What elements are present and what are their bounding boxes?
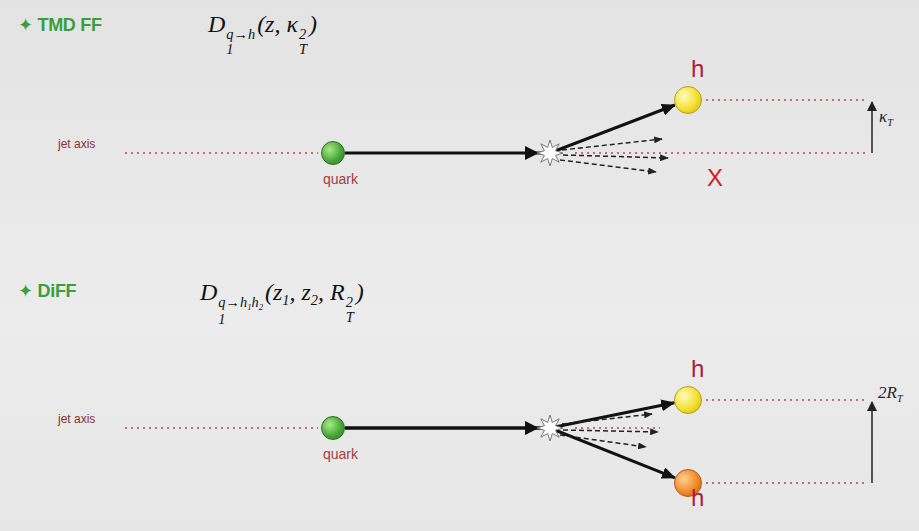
label-text: jet axis	[58, 137, 95, 151]
remnant-label: X	[707, 166, 723, 190]
node-label: quark	[323, 172, 358, 186]
label-text: 2	[259, 302, 263, 312]
vertex-burst	[537, 415, 563, 441]
label-text: h	[251, 294, 258, 310]
jet-axis-line	[125, 427, 318, 429]
label-text: 2	[311, 292, 318, 308]
script-row: q→h	[226, 27, 255, 42]
label-text: (z	[265, 279, 282, 305]
hadron-level-line	[706, 399, 868, 401]
label-text: D	[208, 11, 225, 37]
dashed-remnant-arrow	[563, 155, 668, 158]
label-text: D	[200, 279, 217, 305]
label-text: , z	[290, 279, 311, 305]
vertex-burst	[537, 140, 563, 166]
label-text: κ	[879, 107, 887, 126]
label-text: 2	[346, 294, 353, 310]
label-text: X	[707, 164, 723, 191]
quark-circle: quark	[321, 416, 345, 440]
label-text: jet axis	[58, 412, 95, 426]
label-text: T	[887, 117, 893, 128]
label-text: , R	[318, 279, 345, 305]
hadronization-arrow	[345, 403, 674, 428]
dashed-remnant-arrow	[560, 435, 646, 447]
script-row: 1	[226, 42, 255, 57]
script-row: 2	[346, 295, 354, 310]
hadron-level-line	[706, 99, 868, 101]
axis-label: jet axis	[58, 138, 95, 150]
label-text: 1	[226, 41, 233, 57]
script-row: 2	[299, 27, 307, 42]
hadronization-arrow	[345, 105, 675, 153]
hadron-level-line	[706, 482, 868, 484]
label-text: (z, κ	[257, 11, 298, 37]
script-stack: q→h1	[226, 27, 255, 57]
label-text: T	[897, 393, 903, 404]
script-row: T	[299, 42, 307, 57]
dimension-label: κT	[879, 108, 893, 128]
node-label: h	[691, 57, 704, 81]
script-stack: 2T	[346, 295, 354, 325]
label-text: 2R	[878, 383, 897, 402]
formula: Dq→h1(z, κ2T)	[208, 12, 317, 57]
label-text: )	[309, 11, 317, 37]
kt-arrow	[871, 102, 873, 153]
jet-axis-line	[125, 152, 318, 154]
script-row: q→h1h2	[218, 295, 263, 312]
section-heading: ✦ TMD FF	[18, 16, 102, 34]
label-text: 2	[299, 26, 306, 42]
dashed-remnant-arrow	[562, 139, 662, 150]
rt-arrow	[871, 402, 873, 483]
section-heading: ✦ DiFF	[18, 282, 76, 300]
dashed-remnant-arrow	[562, 414, 652, 424]
label-text: T	[299, 41, 307, 57]
dashed-remnant-arrow	[563, 430, 658, 432]
script-row: T	[346, 310, 354, 325]
dashed-remnant-arrow	[560, 160, 656, 172]
label-text: q→h	[218, 294, 247, 310]
label-text: ✦ DiFF	[18, 281, 76, 301]
script-stack: 2T	[299, 27, 307, 57]
label-text: 1	[247, 302, 251, 312]
hadron-circle: h	[674, 386, 702, 414]
hadronization-arrow	[345, 428, 675, 478]
quark-circle: quark	[321, 141, 345, 165]
label-text: )	[356, 279, 364, 305]
label-text: q→h	[226, 26, 255, 42]
dimension-label: 2RT	[878, 384, 903, 404]
label-text: 1	[218, 311, 225, 327]
script-stack: q→h1h21	[218, 295, 263, 327]
hadron-circle: h	[674, 469, 702, 497]
label-text: 1	[282, 292, 289, 308]
node-label: h	[691, 357, 704, 381]
label-text: ✦ TMD FF	[18, 15, 102, 35]
jet-axis-line	[575, 152, 868, 154]
hadron-circle: h	[674, 86, 702, 114]
formula: Dq→h1h21(z1, z2, R2T)	[200, 280, 364, 327]
node-label: h	[691, 486, 704, 510]
axis-label: jet axis	[58, 413, 95, 425]
script-row: 1	[218, 312, 263, 327]
label-text: T	[346, 309, 354, 325]
node-label: quark	[323, 447, 358, 461]
jet-axis-line	[575, 427, 660, 429]
